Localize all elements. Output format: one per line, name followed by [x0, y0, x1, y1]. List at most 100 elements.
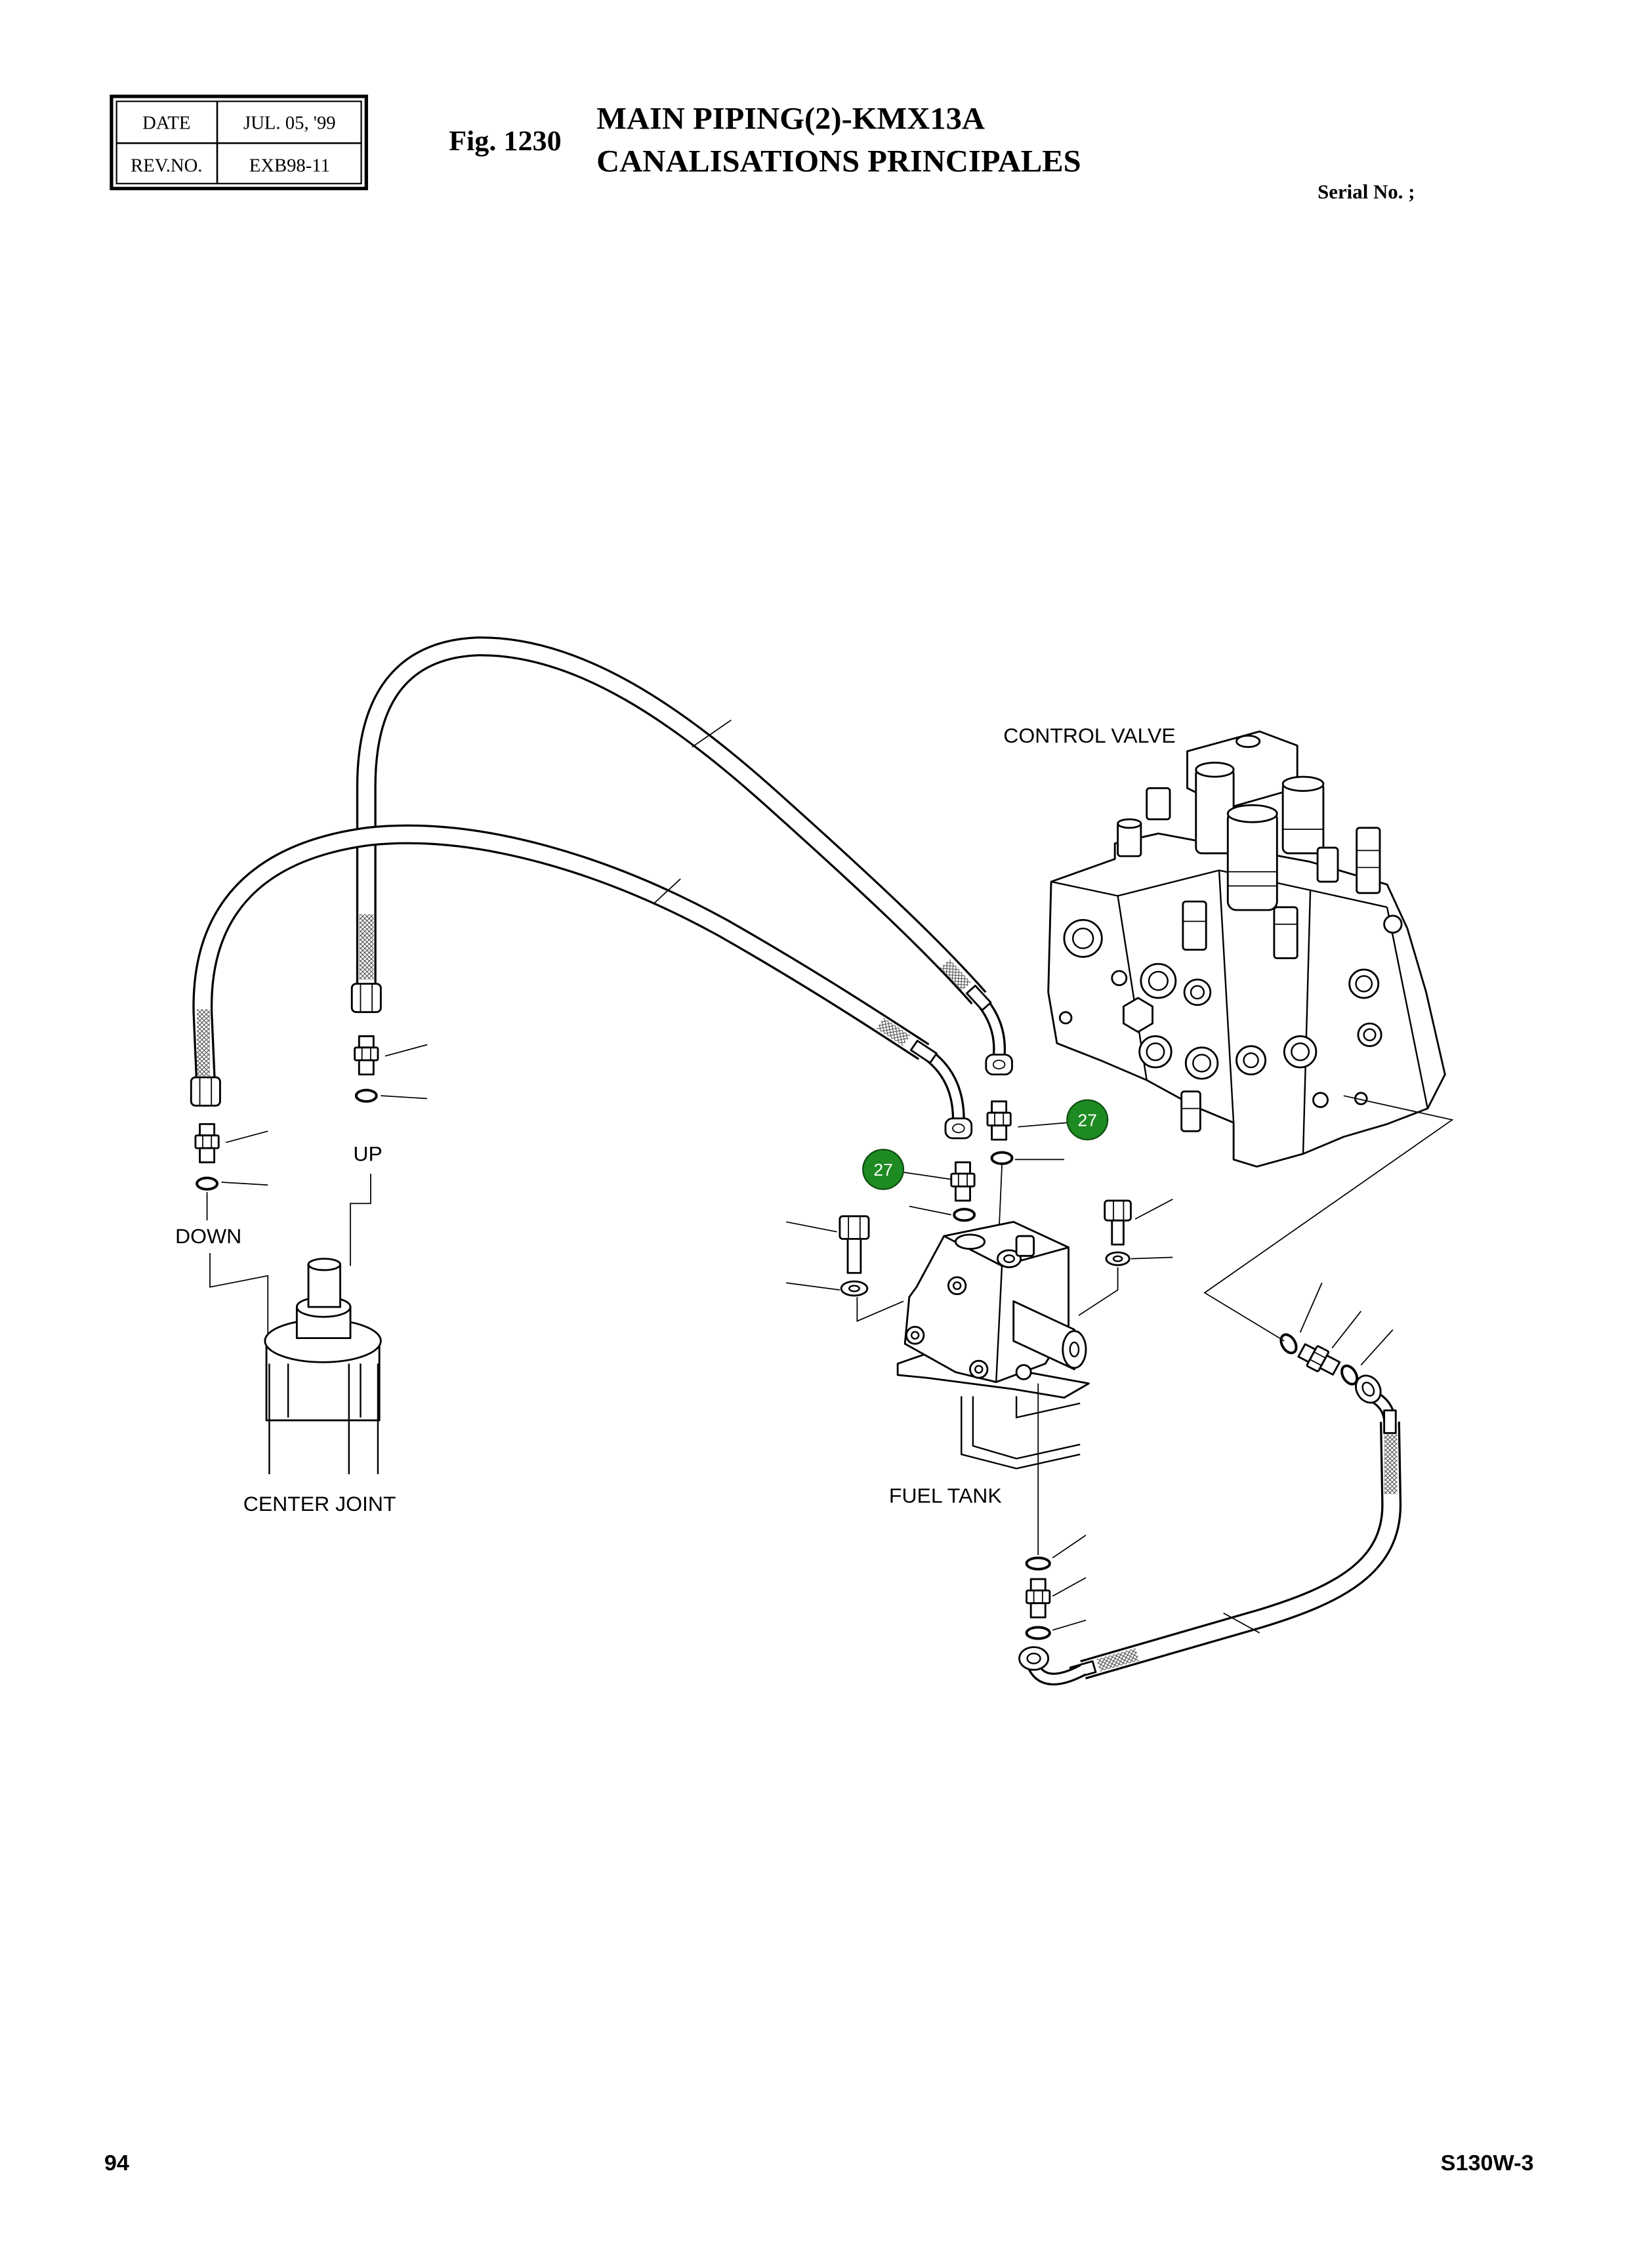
center-joint-shaft [307, 1263, 342, 1308]
leader-line [381, 1095, 428, 1100]
solenoid-right-cap [1281, 775, 1325, 793]
rev-label: REV.NO. [131, 156, 202, 176]
branch-block-bolt [947, 1276, 967, 1296]
adapter-bottom [1026, 1578, 1051, 1619]
hose-return-ferrule [1383, 1409, 1397, 1434]
leader-line [1331, 1311, 1362, 1349]
adapter-thread [1029, 1578, 1047, 1592]
hose-upper-left-nut [350, 983, 382, 1014]
adapter-thread [199, 1147, 216, 1164]
branch-block-bolt-center [974, 1365, 984, 1374]
valve-fitting-bottom [1180, 1090, 1201, 1132]
hose-lower-left-nut [190, 1076, 221, 1107]
valve-fitting-cap [1117, 818, 1142, 829]
branch-block-bolt [905, 1325, 925, 1345]
washer-left [840, 1280, 869, 1297]
hose-return-leader [1223, 1613, 1260, 1634]
valve-port [1138, 1035, 1172, 1069]
o-ring [990, 1151, 1014, 1165]
hose-lower-body [194, 826, 928, 1081]
control-valve-edge [1218, 870, 1235, 1123]
bolt-head [1104, 1199, 1132, 1222]
valve-port [1111, 970, 1128, 987]
leader-line [786, 1282, 840, 1291]
hose-upper-right-nut [985, 1054, 1013, 1076]
leader-line [1131, 1256, 1173, 1260]
revision-table: DATE JUL. 05, '99 REV.NO. EXB98-11 [110, 94, 368, 190]
solenoid-front [1226, 810, 1278, 911]
bolt-left [839, 1215, 870, 1274]
hose-lower-ferrule [909, 1039, 938, 1064]
machine-model: S130W-3 [1441, 2151, 1534, 2175]
valve-port-bore [1148, 970, 1169, 991]
bolt-head [839, 1215, 870, 1240]
o-ring [953, 1208, 976, 1222]
leader-line [384, 1044, 428, 1057]
hose-return [1018, 1374, 1402, 1685]
branch-block-bolt-center [952, 1281, 962, 1290]
label-down: DOWN [175, 1224, 241, 1248]
hose-return-braid-bottom [1096, 1648, 1140, 1672]
adapter-thread [1029, 1602, 1047, 1619]
valve-fitting [1273, 906, 1298, 959]
adapter-hex [354, 1046, 379, 1062]
o-ring-down [196, 1176, 218, 1191]
solenoid-rear-cap [1195, 762, 1235, 778]
hose-return-nut-bottom-bore [1026, 1653, 1041, 1664]
leader-line [1134, 1199, 1173, 1220]
date-label: DATE [142, 113, 190, 134]
valve-fitting [1356, 827, 1381, 894]
adapter-thread [358, 1035, 375, 1049]
bolt-shank [846, 1237, 862, 1274]
valve-port [1063, 918, 1103, 958]
hose-upper-right-nut-bore [992, 1060, 1006, 1069]
leader-line [1299, 1283, 1323, 1333]
valve-fitting [1182, 900, 1207, 951]
down-port-pointer [209, 1252, 269, 1344]
hose-lower [190, 824, 973, 1140]
label-up: UP [353, 1142, 382, 1166]
hose-upper-leader [692, 719, 732, 748]
adapter-hex [950, 1172, 976, 1187]
hose-lower-braid-right [876, 1018, 911, 1046]
adapter-thread [358, 1059, 375, 1076]
callout-number: 27 [1078, 1111, 1097, 1130]
washer-right-hole [1112, 1255, 1123, 1262]
bracket-edge [961, 1396, 1081, 1470]
branch-block-bolt-center [910, 1330, 920, 1340]
branch-block-bolt [969, 1359, 989, 1379]
bolt-right [1104, 1199, 1132, 1246]
leader-line [226, 1130, 268, 1144]
o-ring-up [354, 1088, 378, 1103]
bracket-edge [1015, 1396, 1081, 1419]
valve-port [1357, 1022, 1382, 1047]
figure-number: Fig. 1230 [449, 125, 562, 156]
adapter-thread [954, 1186, 971, 1202]
revision-table-outer-border [110, 94, 368, 190]
valve-port [1312, 1092, 1329, 1108]
callout-leader [903, 1171, 951, 1180]
figure-title-french: CANALISATIONS PRINCIPALES [596, 144, 1081, 178]
o-ring [1025, 1626, 1051, 1640]
adapter-thread [199, 1123, 216, 1137]
adapter-thread [954, 1161, 971, 1175]
hose-lower-right-nut-bore [952, 1123, 965, 1134]
leader-line [909, 1205, 951, 1216]
valve-port [1183, 978, 1212, 1006]
callout-leader [1018, 1122, 1068, 1128]
center-joint-shaft-top [307, 1258, 342, 1271]
hose-lower-leader [654, 878, 681, 903]
valve-port-bore [1363, 1028, 1377, 1042]
o-ring [1025, 1556, 1051, 1571]
branch-block-top-port [954, 1233, 985, 1250]
o-ring [1340, 1364, 1359, 1386]
branch-block-top-port [996, 1249, 1022, 1269]
valve-port-bore [1355, 975, 1373, 993]
label-center-joint: CENTER JOINT [243, 1493, 396, 1516]
hose-lower-braid-left [197, 1009, 210, 1076]
hose-return-nut-top-bore [1361, 1382, 1375, 1397]
fuel-tank-bracket [961, 1396, 1081, 1470]
valve-port-bore [1190, 985, 1205, 1000]
leader-line [1052, 1577, 1087, 1597]
